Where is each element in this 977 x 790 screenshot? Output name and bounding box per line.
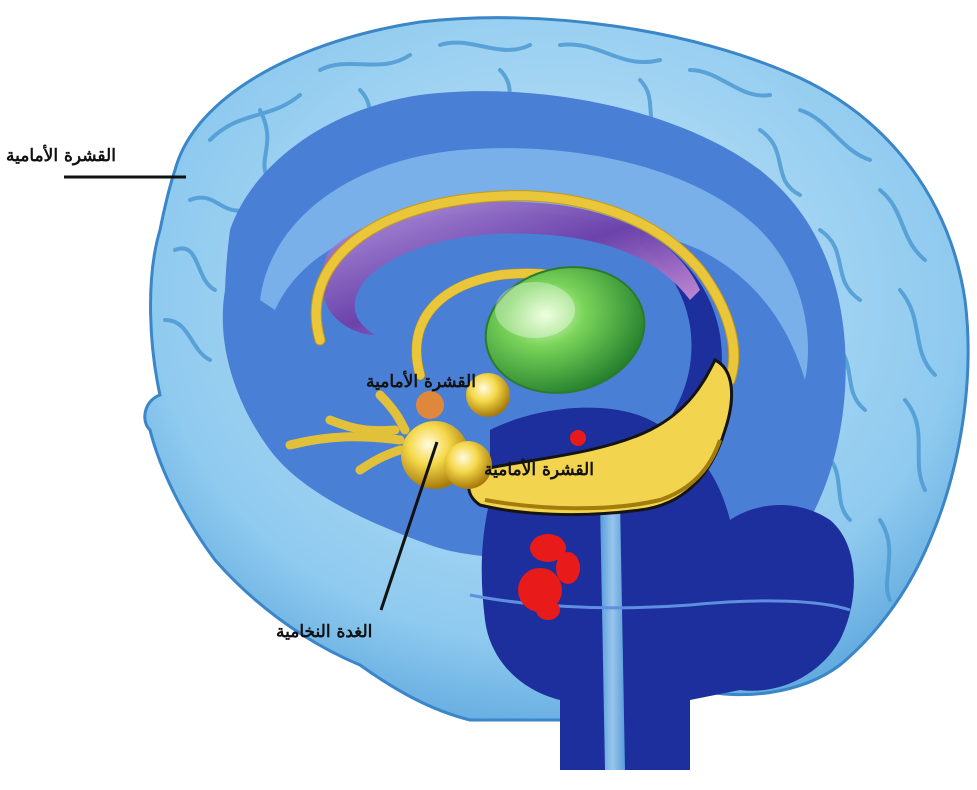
pituitary-label: الغدة النخامية bbox=[276, 624, 372, 641]
inner-region-label-1: القشرة الأمامية bbox=[366, 374, 476, 391]
orange-nucleus bbox=[416, 391, 444, 419]
inner-region-label-2: القشرة الأمامية bbox=[484, 462, 594, 479]
frontal-cortex-label: القشرة الأمامية bbox=[6, 148, 116, 165]
thalamus-highlight bbox=[495, 282, 575, 338]
